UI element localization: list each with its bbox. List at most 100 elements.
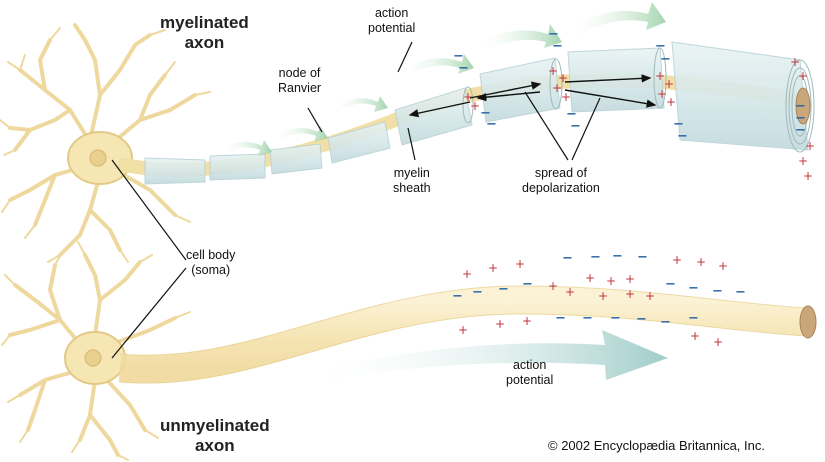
negative-charge: − xyxy=(590,250,601,265)
positive-charge: + xyxy=(657,87,667,101)
negative-charge: − xyxy=(552,39,563,54)
positive-charge: + xyxy=(488,261,498,275)
negative-charge: − xyxy=(472,285,483,300)
negative-charge: − xyxy=(735,285,746,300)
positive-charge: + xyxy=(625,287,635,301)
negative-charge: − xyxy=(795,111,806,126)
negative-charge: − xyxy=(453,49,464,64)
positive-charge: + xyxy=(718,259,728,273)
negative-charge: − xyxy=(665,277,676,292)
nucleus-bottom xyxy=(84,349,102,367)
label-node-of-ranvier: node of Ranvier xyxy=(278,66,322,95)
positive-charge: + xyxy=(548,279,558,293)
positive-charge: + xyxy=(548,64,558,78)
positive-charge: + xyxy=(515,257,525,271)
copyright-notice: © 2002 Encyclopædia Britannica, Inc. xyxy=(548,438,765,453)
leader-myelin-sheath xyxy=(407,127,416,161)
positive-charge: + xyxy=(606,274,616,288)
negative-charge: − xyxy=(612,249,623,264)
label-unmyelinated-axon: unmyelinated axon xyxy=(160,416,270,456)
negative-charge: − xyxy=(712,284,723,299)
myelin-segments xyxy=(144,41,809,185)
positive-charge: + xyxy=(790,55,800,69)
positive-charge: + xyxy=(522,314,532,328)
axon-bottom xyxy=(118,285,809,384)
nucleus-top xyxy=(89,149,107,167)
negative-charge: − xyxy=(562,251,573,266)
label-action-potential-bottom: action potential xyxy=(506,358,554,387)
negative-charge: − xyxy=(688,281,699,296)
negative-charge: − xyxy=(688,311,699,326)
negative-charge: − xyxy=(480,106,491,121)
negative-charge: − xyxy=(498,282,509,297)
label-action-potential-top: action potential xyxy=(368,6,416,35)
positive-charge: + xyxy=(585,271,595,285)
negative-charge: − xyxy=(486,117,497,132)
positive-charge: + xyxy=(805,139,815,153)
positive-charge: + xyxy=(458,323,468,337)
positive-charge: + xyxy=(672,253,682,267)
leader-spread-2 xyxy=(571,97,601,161)
negative-charge: − xyxy=(548,27,559,42)
negative-charge: − xyxy=(660,315,671,330)
positive-charge: + xyxy=(552,81,562,95)
positive-charge: + xyxy=(625,272,635,286)
positive-charge: + xyxy=(561,90,571,104)
negative-charge: − xyxy=(677,129,688,144)
dendrites-top xyxy=(8,23,197,257)
positive-charge: + xyxy=(666,95,676,109)
axon-bottom-cut-end xyxy=(799,305,817,339)
propagation-arrow-bottom xyxy=(300,330,668,385)
negative-charge: − xyxy=(566,107,577,122)
positive-charge: + xyxy=(655,69,665,83)
negative-charge: − xyxy=(452,289,463,304)
myelinated-neuron: + + + + + + + + + + + + + + + − − − − − … xyxy=(0,2,815,263)
negative-charge: − xyxy=(582,311,593,326)
label-cell-body: cell body (soma) xyxy=(186,248,236,277)
negative-charge: − xyxy=(655,39,666,54)
positive-charge: + xyxy=(664,77,674,91)
negative-charge: − xyxy=(795,123,806,138)
positive-charge: + xyxy=(558,71,568,85)
label-myelinated-axon: myelinated axon xyxy=(160,13,249,53)
positive-charge: + xyxy=(696,255,706,269)
negative-charge: − xyxy=(673,117,684,132)
negative-charge: − xyxy=(795,99,806,114)
charges-bottom: + + + + + + + + + + + + + + + + + + + − … xyxy=(452,249,746,349)
positive-charge: + xyxy=(798,154,808,168)
positive-charge: + xyxy=(565,285,575,299)
label-myelin-sheath: myelin sheath xyxy=(393,166,431,195)
positive-charge: + xyxy=(598,289,608,303)
leader-lines xyxy=(111,41,601,359)
positive-charge: + xyxy=(713,335,723,349)
positive-charge: + xyxy=(803,169,813,183)
negative-charge: − xyxy=(522,277,533,292)
negative-charge: − xyxy=(636,312,647,327)
propagation-arrows-top xyxy=(220,2,666,156)
leader-cell-body-bottom xyxy=(111,267,187,359)
negative-charge: − xyxy=(570,119,581,134)
negative-charge: − xyxy=(555,311,566,326)
positive-charge: + xyxy=(690,329,700,343)
negative-charge: − xyxy=(458,61,469,76)
positive-charge: + xyxy=(470,99,480,113)
leader-node-of-ranvier xyxy=(307,107,323,133)
leader-action-potential-top xyxy=(397,41,413,73)
unmyelinated-neuron: + + + + + + + + + + + + + + + + + + + − … xyxy=(1,241,817,461)
negative-charge: − xyxy=(610,311,621,326)
positive-charge: + xyxy=(495,317,505,331)
leader-spread-1 xyxy=(524,91,569,161)
axon-top-cut-end xyxy=(795,87,811,125)
positive-charge: + xyxy=(463,90,473,104)
negative-charge: − xyxy=(660,52,671,67)
positive-charge: + xyxy=(462,267,472,281)
positive-charge: + xyxy=(645,289,655,303)
label-spread-of-depolarization: spread of depolarization xyxy=(522,166,600,195)
negative-charge: − xyxy=(637,250,648,265)
charges-top: + + + + + + + + + + + + + + + − − − − − … xyxy=(453,27,815,183)
positive-charge: + xyxy=(798,69,808,83)
leader-cell-body-top xyxy=(111,159,187,261)
depolarization-arrows xyxy=(408,74,657,118)
dendrites-bottom xyxy=(8,253,177,457)
